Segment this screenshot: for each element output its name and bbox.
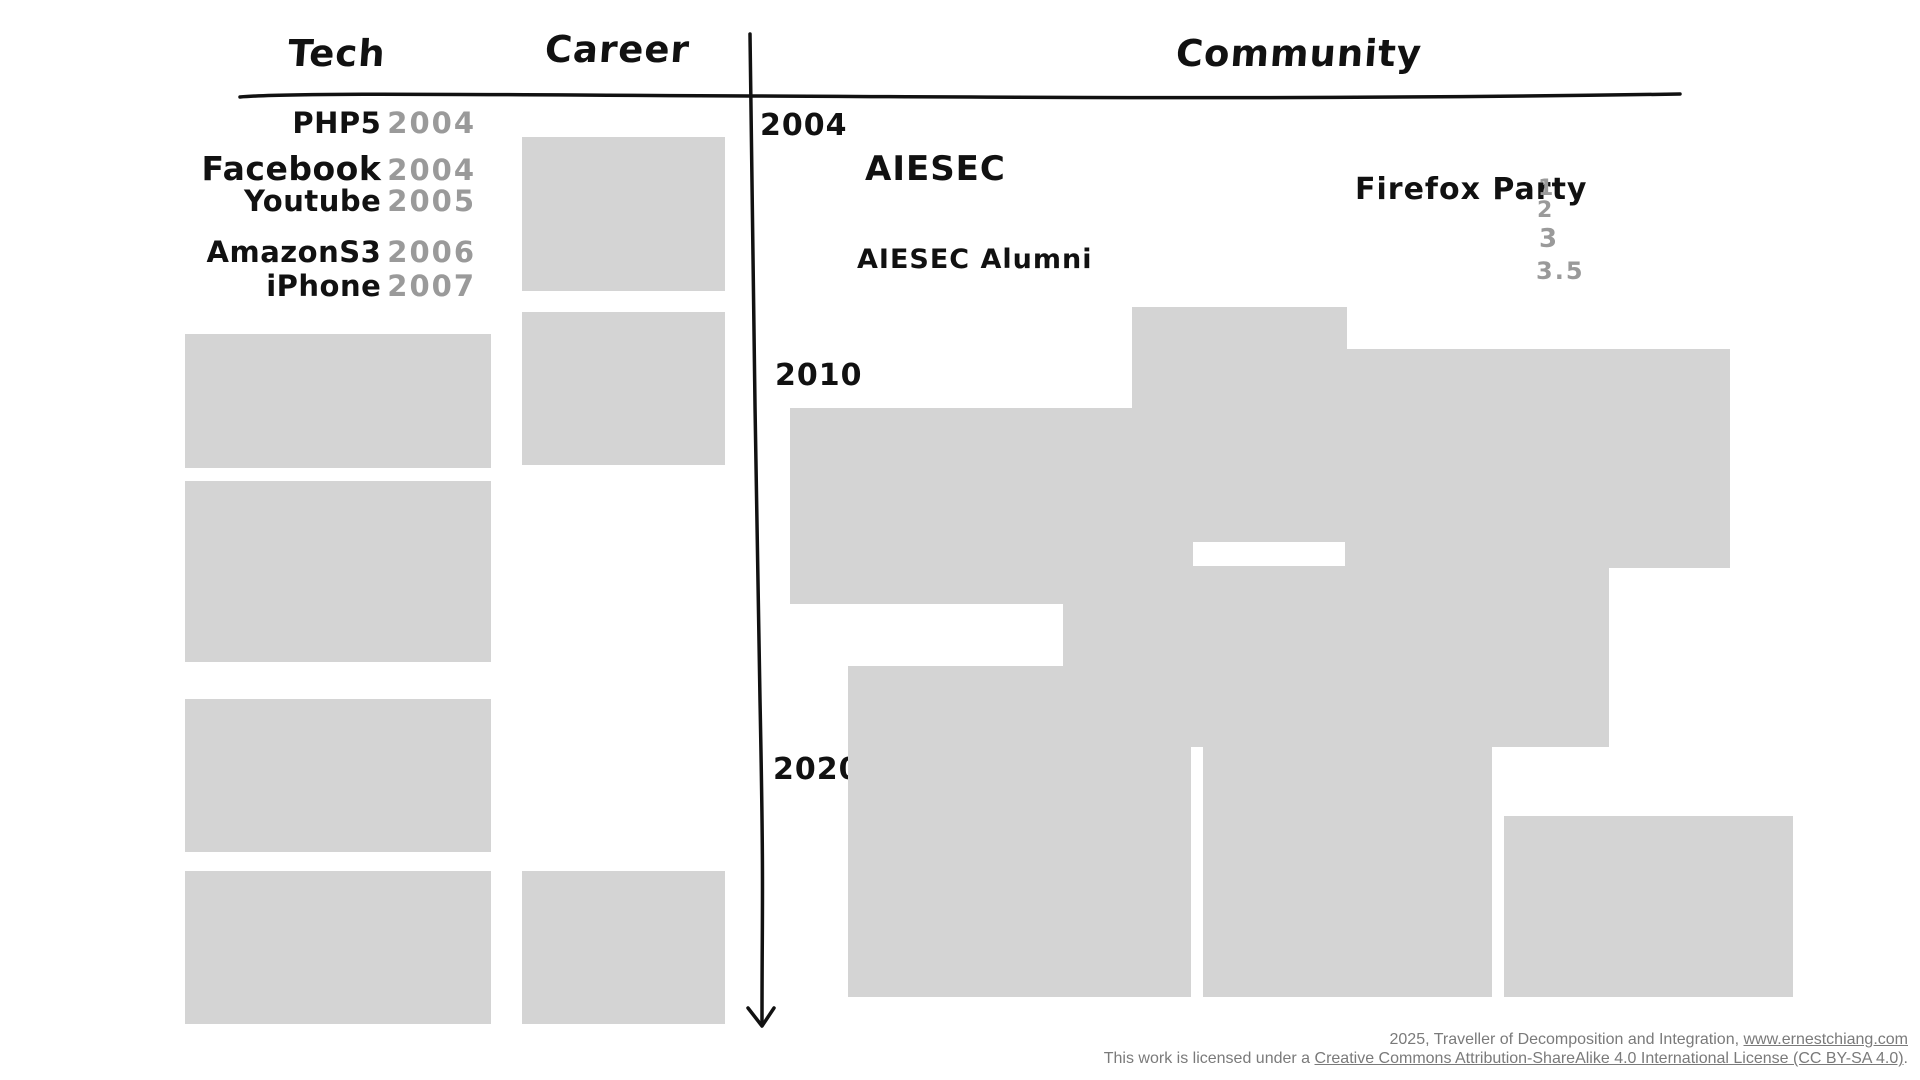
community-placeholder-block — [1203, 746, 1492, 997]
tech-item-year: 2004 — [387, 153, 476, 187]
community-placeholder-block — [1346, 349, 1730, 568]
header-career: Career — [543, 28, 692, 71]
firefox-version-2: 2 — [1537, 198, 1553, 223]
community-aiesec-alumni: AIESEC Alumni — [857, 244, 1093, 275]
tech-item-year: 2006 — [387, 235, 476, 269]
community-aiesec: AIESEC — [865, 149, 1006, 189]
tech-item-name: Facebook — [201, 149, 382, 188]
footer-license-link[interactable]: Creative Commons Attribution-ShareAlike … — [1314, 1050, 1904, 1067]
tech-placeholder-block — [185, 871, 491, 1024]
tech-item-name: AmazonS3 — [206, 235, 382, 269]
header-tech: Tech — [286, 32, 388, 75]
tech-item-year: 2005 — [387, 184, 476, 218]
tech-placeholder-block — [185, 481, 491, 662]
tech-placeholder-block — [185, 699, 491, 852]
timeline-year-2010: 2010 — [775, 358, 863, 393]
header-community: Community — [1174, 32, 1424, 75]
tech-item-year: 2007 — [387, 269, 476, 303]
career-placeholder-block — [522, 137, 725, 291]
header-divider-line — [238, 92, 1682, 100]
career-placeholder-block — [522, 871, 725, 1024]
community-placeholder-block — [1504, 816, 1793, 997]
tech-placeholder-block — [185, 334, 491, 468]
tech-item-name: PHP5 — [292, 106, 382, 140]
firefox-version-3-5: 3.5 — [1536, 257, 1585, 285]
timeline-axis — [748, 32, 765, 1024]
tech-item-name: iPhone — [266, 269, 382, 303]
timeline-year-2020: 2020 — [773, 752, 861, 787]
community-placeholder-block — [848, 666, 1191, 997]
footer-line2-end: . — [1903, 1050, 1908, 1067]
career-placeholder-block — [522, 312, 725, 465]
community-firefox-party: Firefox Party — [1355, 172, 1588, 207]
tech-item-name: Youtube — [243, 184, 382, 218]
footer-attribution: 2025, Traveller of Decomposition and Int… — [1390, 1031, 1909, 1049]
firefox-version-1: 1 — [1538, 176, 1554, 201]
timeline-arrow-head — [746, 1006, 776, 1028]
firefox-version-3: 3 — [1539, 224, 1558, 254]
timeline-year-2004: 2004 — [760, 108, 848, 143]
community-gap-strip — [1193, 542, 1345, 566]
footer-website-link[interactable]: www.ernestchiang.com — [1743, 1031, 1908, 1048]
tech-item-year: 2004 — [387, 106, 476, 140]
footer-line2-text: This work is licensed under a — [1103, 1050, 1315, 1067]
footer-license: This work is licensed under a Creative C… — [1104, 1050, 1908, 1068]
footer-line1-text: 2025, Traveller of Decomposition and Int… — [1389, 1031, 1744, 1048]
